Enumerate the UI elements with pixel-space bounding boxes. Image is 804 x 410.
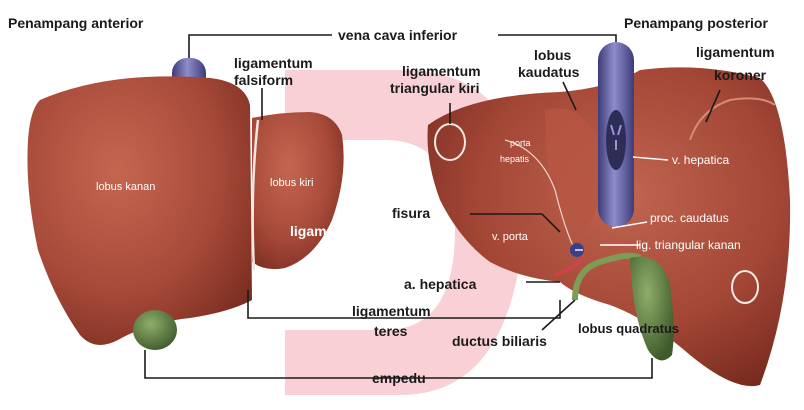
posterior-title: Penampang posterior bbox=[624, 15, 768, 31]
lig-teres-top-label: ligamentum teres bbox=[290, 223, 406, 239]
porta-hepatis-label-1: porta bbox=[510, 138, 531, 148]
left-lobe-shape bbox=[252, 112, 344, 269]
right-lobe-shape bbox=[27, 76, 252, 345]
a-hepatica-label: a. hepatica bbox=[404, 276, 477, 292]
caudatus-label-2: kaudatus bbox=[518, 64, 580, 80]
lig-teres-bottom-label-1: ligamentum bbox=[352, 303, 431, 319]
porta-hepatis-label-2: hepatis bbox=[500, 154, 530, 164]
lobus-quadratus-label: lobus quadratus bbox=[578, 321, 679, 336]
triangular-kiri-label-2: triangular kiri bbox=[390, 80, 479, 96]
lobus-kiri-label: lobus kiri bbox=[270, 177, 313, 189]
empedu-label: empedu bbox=[372, 370, 426, 386]
ductus-biliaris-label: ductus biliaris bbox=[452, 333, 547, 349]
lig-teres-bottom-label-2: teres bbox=[374, 323, 408, 339]
lobus-kanan-label: lobus kanan bbox=[96, 181, 155, 193]
koroner-label-2: koroner bbox=[714, 67, 767, 83]
falsiform-label-1: ligamentum bbox=[234, 55, 313, 71]
triangular-kiri-label-1: ligamentum bbox=[402, 63, 481, 79]
v-hepatica-label: v. hepatica bbox=[672, 153, 729, 167]
falsiform-label-2: falsiform bbox=[234, 72, 293, 88]
fisura-label: fisura bbox=[392, 205, 430, 221]
v-porta-label: v. porta bbox=[492, 231, 529, 243]
lig-triangular-kanan-label: lig. triangular kanan bbox=[636, 238, 741, 252]
gallbladder-anterior bbox=[133, 310, 177, 350]
koroner-label-1: ligamentum bbox=[696, 44, 775, 60]
proc-caudatus-label: proc. caudatus bbox=[650, 211, 729, 225]
anterior-title: Penampang anterior bbox=[8, 15, 144, 31]
caudatus-label-1: lobus bbox=[534, 47, 572, 63]
vena-cava-label: vena cava inferior bbox=[338, 27, 458, 43]
